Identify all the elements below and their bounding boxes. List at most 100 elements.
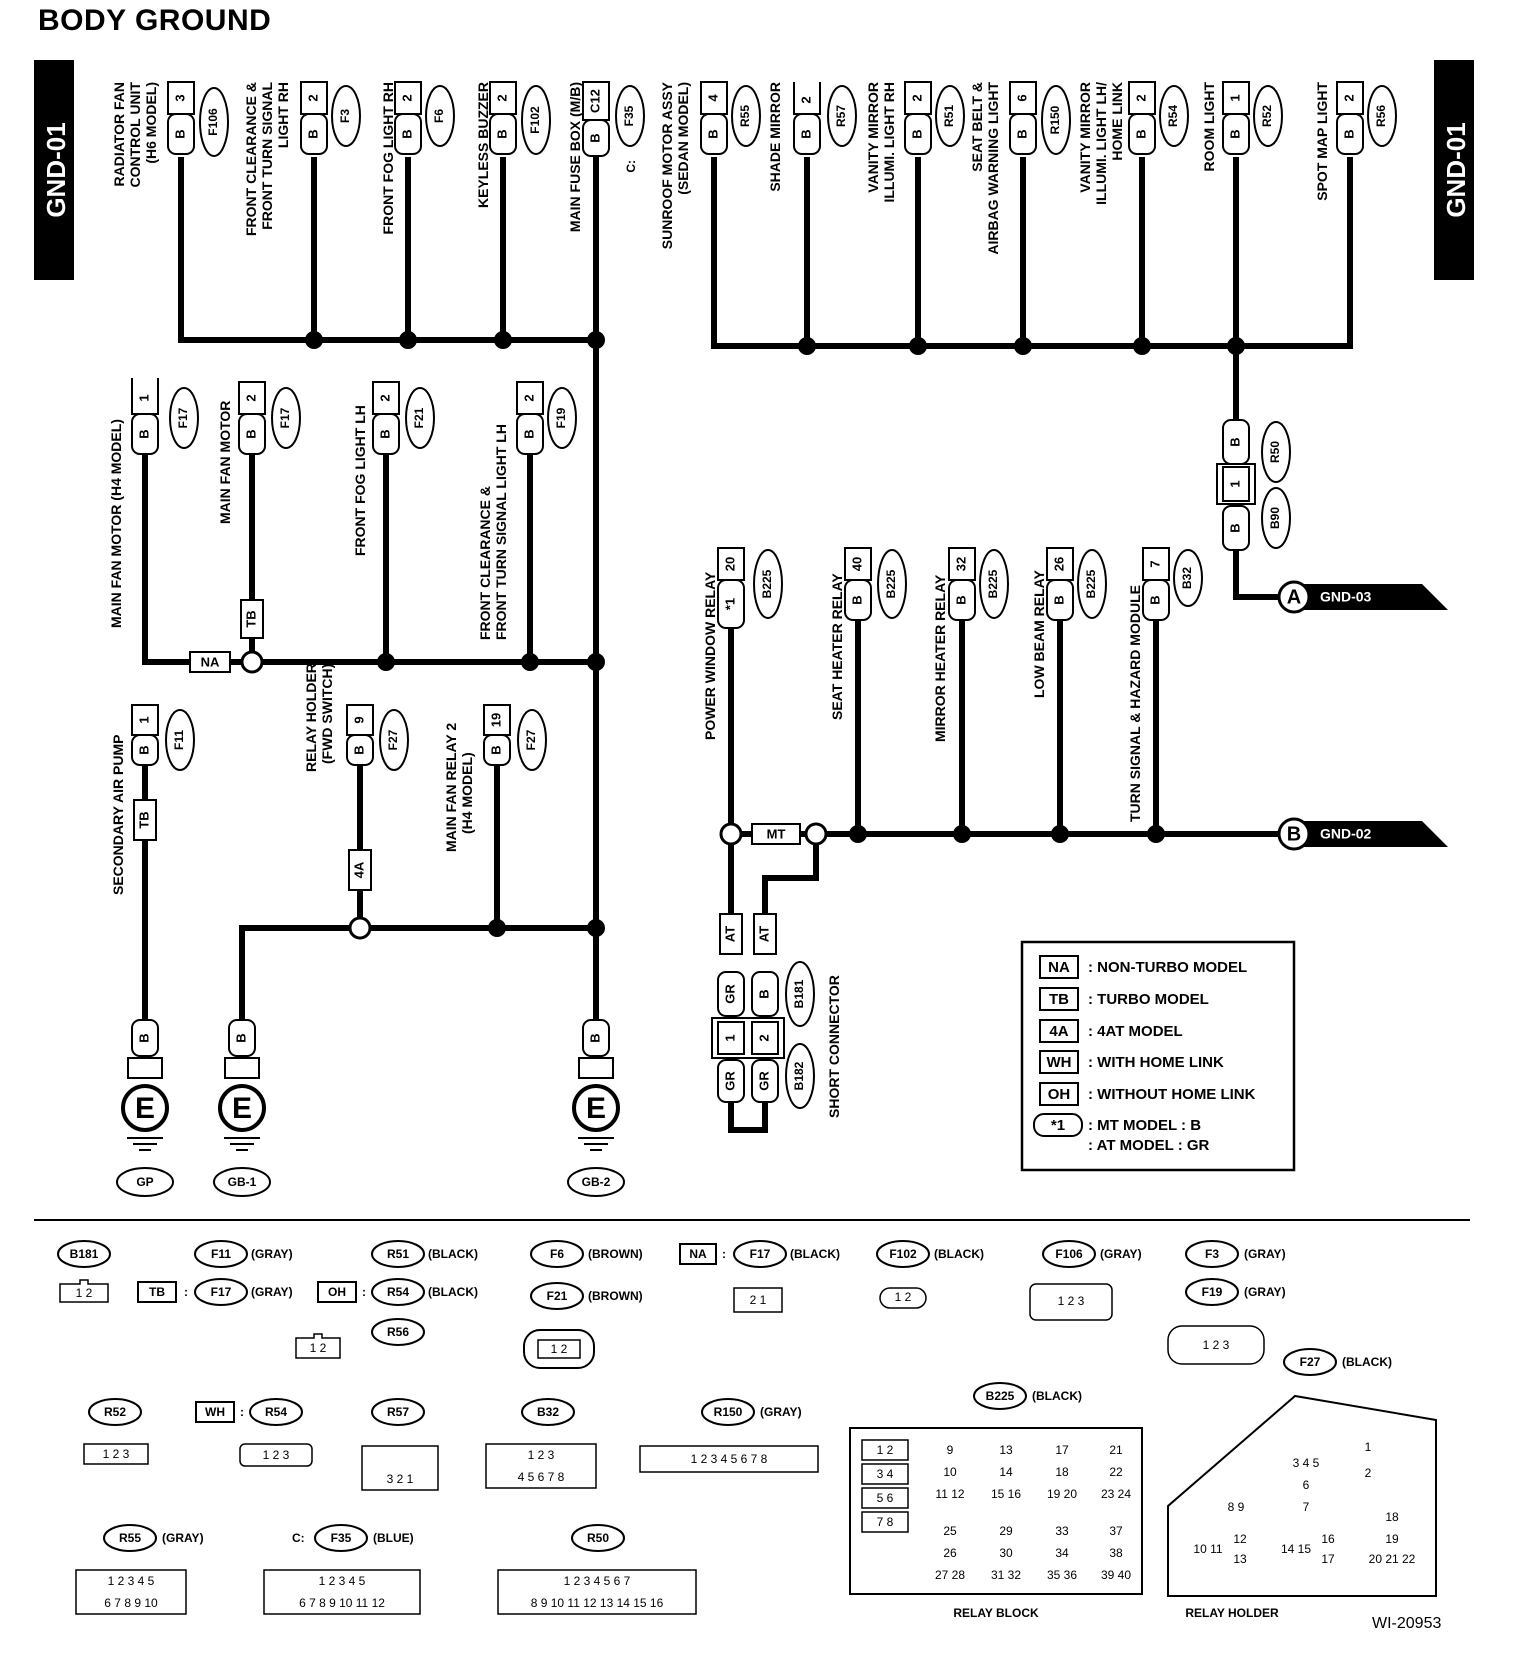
svg-text:F3: F3 <box>1205 1247 1219 1261</box>
tag-na: NA <box>201 654 220 669</box>
label-vanity-rh: VANITY MIRRORILLUMI. LIGHT RH <box>865 82 897 203</box>
svg-text:TB: TB <box>1049 991 1069 1008</box>
page-id-left: GND-01 <box>41 122 71 217</box>
svg-text:R57: R57 <box>387 1405 409 1419</box>
svg-text:23 24: 23 24 <box>1101 1487 1131 1501</box>
svg-text:18: 18 <box>1385 1510 1399 1524</box>
svg-text:1: 1 <box>1365 1440 1372 1454</box>
svg-text:B225: B225 <box>760 569 774 598</box>
label-relay-holder-fwd: RELAY HOLDER(FWD SWITCH) <box>303 663 335 772</box>
svg-text:F27: F27 <box>524 729 538 750</box>
svg-text:1: 1 <box>136 716 151 723</box>
svg-text:: TURBO MODEL: : TURBO MODEL <box>1088 991 1209 1008</box>
svg-text:8 9 10 11 12 13 14 15 16: 8 9 10 11 12 13 14 15 16 <box>531 1596 664 1610</box>
svg-text::: : <box>240 1405 244 1419</box>
svg-text:B: B <box>521 429 536 438</box>
svg-text:GB-1: GB-1 <box>228 1175 257 1189</box>
svg-text:9: 9 <box>351 716 366 723</box>
svg-text:F21: F21 <box>547 1289 568 1303</box>
svg-text:(GRAY): (GRAY) <box>1100 1247 1142 1261</box>
tag-mt: MT <box>767 826 786 841</box>
svg-text:1 2: 1 2 <box>877 1443 894 1457</box>
svg-text:37: 37 <box>1109 1524 1123 1538</box>
svg-text:F6: F6 <box>550 1247 564 1261</box>
svg-text:*1: *1 <box>722 598 737 610</box>
pin-f6: 2 <box>399 94 414 101</box>
svg-text:19: 19 <box>1385 1532 1399 1546</box>
svg-text:2: 2 <box>377 394 392 401</box>
svg-text:3 4 5: 3 4 5 <box>1293 1456 1320 1470</box>
svg-text:1 2 3: 1 2 3 <box>103 1447 130 1461</box>
wire-r55: B <box>705 129 720 138</box>
svg-text:14: 14 <box>999 1465 1013 1479</box>
svg-text:B: B <box>351 745 366 754</box>
svg-text:GR: GR <box>722 1071 737 1091</box>
svg-text:18: 18 <box>1055 1465 1069 1479</box>
pin-f102: 2 <box>494 94 509 101</box>
svg-text:B32: B32 <box>1180 567 1194 589</box>
svg-text:30: 30 <box>999 1546 1013 1560</box>
svg-text:7: 7 <box>1303 1500 1310 1514</box>
conn-f106: F106 <box>206 108 220 136</box>
label-seat-heater-relay: SEAT HEATER RELAY <box>829 573 845 720</box>
svg-text:4 5 6 7 8: 4 5 6 7 8 <box>518 1470 565 1484</box>
svg-text:16: 16 <box>1321 1532 1335 1546</box>
wire-f3: B <box>305 129 320 138</box>
svg-text:1 2 3 4 5: 1 2 3 4 5 <box>108 1574 155 1588</box>
top-left-connectors: 3 B F106 RADIATOR FANCONTROL UNIT(H6 MOD… <box>111 81 645 236</box>
conn-r150: R150 <box>1048 105 1062 134</box>
label-main-fan-h4: MAIN FAN MOTOR (H4 MODEL) <box>108 419 124 628</box>
svg-text:F17: F17 <box>211 1285 232 1299</box>
svg-text:GP: GP <box>136 1175 153 1189</box>
diagram-title: BODY GROUND <box>38 4 272 37</box>
ground-gb2: B E GB-2 <box>567 1019 625 1197</box>
svg-text:GND-02: GND-02 <box>1320 826 1372 842</box>
pin-f35: C12 <box>587 89 602 113</box>
svg-text:4A: 4A <box>1049 1023 1068 1040</box>
svg-text:(GRAY): (GRAY) <box>1244 1285 1286 1299</box>
svg-text:F11: F11 <box>172 730 186 750</box>
label-front-fog-rh: FRONT FOG LIGHT RH <box>380 82 396 234</box>
svg-text:1 2 3: 1 2 3 <box>263 1448 290 1462</box>
tag-tb-2: TB <box>136 811 151 828</box>
wire-r150: B <box>1014 129 1029 138</box>
svg-text:NA: NA <box>689 1247 707 1261</box>
svg-text:R54: R54 <box>265 1405 287 1419</box>
svg-text:AT: AT <box>756 926 771 942</box>
svg-text:B: B <box>1051 595 1066 604</box>
pin-r52: 1 <box>1227 94 1242 101</box>
wire-r52: B <box>1227 129 1242 138</box>
svg-text:19 20: 19 20 <box>1047 1487 1077 1501</box>
svg-text:(GRAY): (GRAY) <box>251 1247 293 1261</box>
label-spot-map: SPOT MAP LIGHT <box>1314 82 1330 201</box>
svg-text:R50: R50 <box>587 1531 609 1545</box>
svg-text:7 8: 7 8 <box>877 1515 894 1529</box>
svg-text:B: B <box>377 429 392 438</box>
svg-text:GR: GR <box>756 1071 771 1091</box>
svg-text:F17: F17 <box>278 407 292 428</box>
svg-text:2: 2 <box>521 394 536 401</box>
label-front-clearance-lh: FRONT CLEARANCE &FRONT TURN SIGNAL LIGHT… <box>477 424 509 640</box>
svg-text:25: 25 <box>943 1524 957 1538</box>
label-main-fuse-box: MAIN FUSE BOX (M/B) <box>567 82 583 232</box>
svg-text:40: 40 <box>849 557 864 571</box>
pin-r56: 2 <box>1341 94 1356 101</box>
svg-text:GR: GR <box>722 984 737 1004</box>
svg-text:OH: OH <box>1048 1086 1071 1103</box>
svg-text:B: B <box>1227 437 1242 446</box>
svg-text:: WITHOUT HOME LINK: : WITHOUT HOME LINK <box>1088 1086 1256 1103</box>
svg-text:B181: B181 <box>70 1247 99 1261</box>
svg-text:: MT MODEL : B: : MT MODEL : B <box>1088 1117 1201 1134</box>
svg-text:F35: F35 <box>331 1531 352 1545</box>
svg-text:B182: B182 <box>792 1061 806 1090</box>
svg-text:8 9: 8 9 <box>1228 1500 1245 1514</box>
svg-text:17: 17 <box>1055 1443 1069 1457</box>
svg-text:6 7 8 9 10: 6 7 8 9 10 <box>104 1596 158 1610</box>
svg-text:1 2 3 4 5: 1 2 3 4 5 <box>319 1574 366 1588</box>
mid-left-connectors: 1 B F17 MAIN FAN MOTOR (H4 MODEL) 2 B F1… <box>108 378 577 673</box>
svg-text:B: B <box>243 429 258 438</box>
svg-text:1: 1 <box>1227 480 1242 487</box>
pin-f106: 3 <box>172 94 187 101</box>
svg-text:10 11: 10 11 <box>1193 1542 1222 1556</box>
